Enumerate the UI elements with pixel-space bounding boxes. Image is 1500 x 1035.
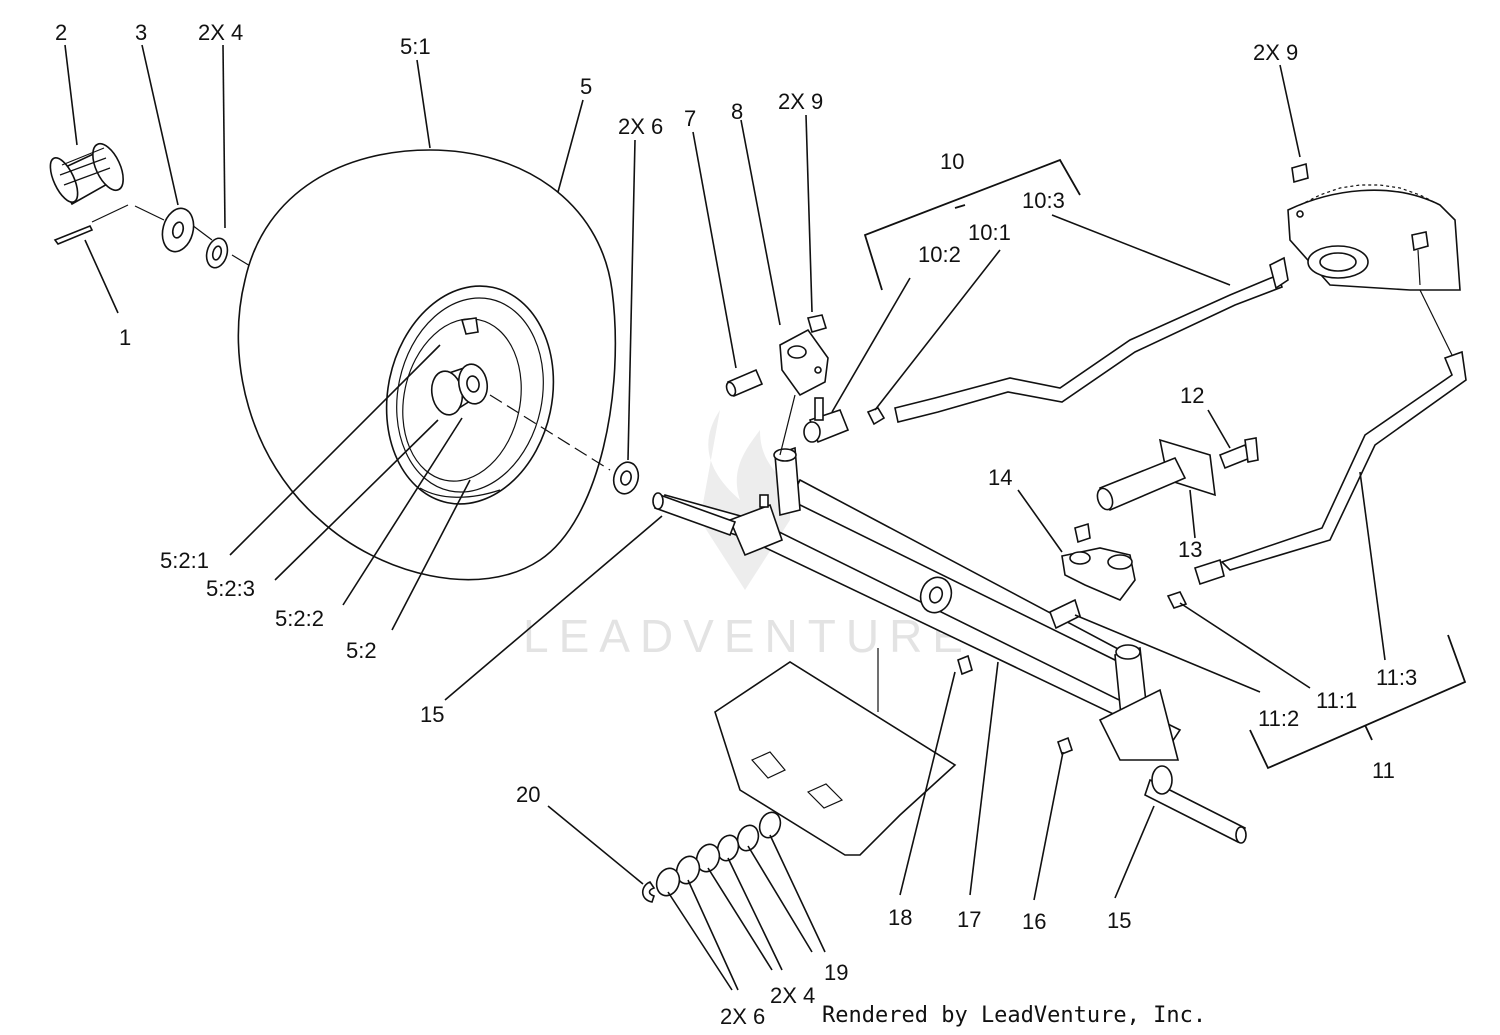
part-steering-arm-8	[779, 328, 829, 456]
label-2x4-bottom: 2X 4	[770, 983, 815, 1008]
part-cotter-pin	[53, 224, 94, 245]
render-credit: Rendered by LeadVenture, Inc.	[822, 1003, 1206, 1028]
label-2: 2	[55, 20, 67, 45]
part-nut-10-1	[866, 407, 886, 426]
part-nut-9a	[806, 314, 828, 333]
label-11-1: 11:1	[1316, 688, 1357, 713]
part-bracket-13	[1096, 438, 1216, 512]
label-13: 13	[1178, 537, 1202, 562]
part-tie-rod-10	[894, 256, 1289, 423]
label-20: 20	[516, 782, 540, 807]
label-5-2: 5:2	[346, 638, 377, 663]
part-grease-fitting-16	[1057, 736, 1073, 756]
label-2x6-top: 2X 6	[618, 114, 663, 139]
label-11-3: 11:3	[1376, 665, 1417, 690]
label-12: 12	[1180, 383, 1204, 408]
group-bracket-10	[863, 158, 1081, 291]
part-spacer-4	[205, 237, 229, 269]
callout-labels: 2 3 2X 4 1 5:1 5 2X 6 7 8 2X 9 10 10:3 1…	[55, 20, 1417, 1029]
label-2x9-left: 2X 9	[778, 89, 823, 114]
label-8: 8	[731, 99, 743, 124]
label-3: 3	[135, 20, 147, 45]
part-grease-fitting-18	[957, 654, 973, 676]
label-10-3: 10:3	[1022, 188, 1065, 213]
part-pivot-bolt-15a	[652, 492, 737, 537]
part-hub-cap	[49, 142, 124, 206]
label-1: 1	[119, 325, 131, 350]
part-washer-stack-19	[655, 811, 782, 897]
part-left-spindle	[728, 446, 801, 557]
part-front-plate	[714, 648, 957, 856]
label-2x9-right: 2X 9	[1253, 40, 1298, 65]
part-sector-gear	[1287, 162, 1461, 356]
label-15-right: 15	[1107, 908, 1131, 933]
label-14: 14	[988, 465, 1012, 490]
part-retaining-clip-20	[641, 881, 656, 903]
label-2x6-bottom: 2X 6	[720, 1004, 765, 1029]
label-10-1: 10:1	[968, 220, 1011, 245]
label-18: 18	[888, 905, 912, 930]
part-drag-link-11	[1193, 350, 1467, 586]
label-2x4-top: 2X 4	[198, 20, 243, 45]
label-11-2: 11:2	[1258, 706, 1299, 731]
label-5-2-3: 5:2:3	[206, 576, 255, 601]
part-steering-arm-14	[1048, 522, 1136, 630]
group-bracket-11	[1249, 634, 1467, 770]
label-5-2-1: 5:2:1	[160, 548, 209, 573]
part-pin-7	[725, 368, 764, 398]
label-17: 17	[957, 907, 981, 932]
part-bolt-12	[1218, 437, 1259, 470]
leader-lines	[64, 44, 1386, 991]
label-10-2: 10:2	[918, 242, 961, 267]
part-wheel-assembly	[237, 149, 617, 581]
label-15-left: 15	[420, 702, 444, 727]
label-5-1: 5:1	[400, 34, 431, 59]
watermark-flame-logo	[700, 410, 790, 590]
label-11: 11	[1372, 758, 1395, 783]
part-washer-6	[612, 461, 640, 495]
part-washer-3	[161, 207, 195, 253]
label-5-2-2: 5:2:2	[275, 606, 324, 631]
label-7: 7	[684, 106, 696, 131]
part-right-spindle	[1098, 644, 1247, 844]
label-19: 19	[824, 960, 848, 985]
part-ball-joint-10-2	[803, 397, 850, 444]
label-16: 16	[1022, 909, 1046, 934]
label-10: 10	[940, 149, 964, 174]
watermark-text: LEADVENTURE	[523, 610, 973, 662]
label-5: 5	[580, 74, 592, 99]
